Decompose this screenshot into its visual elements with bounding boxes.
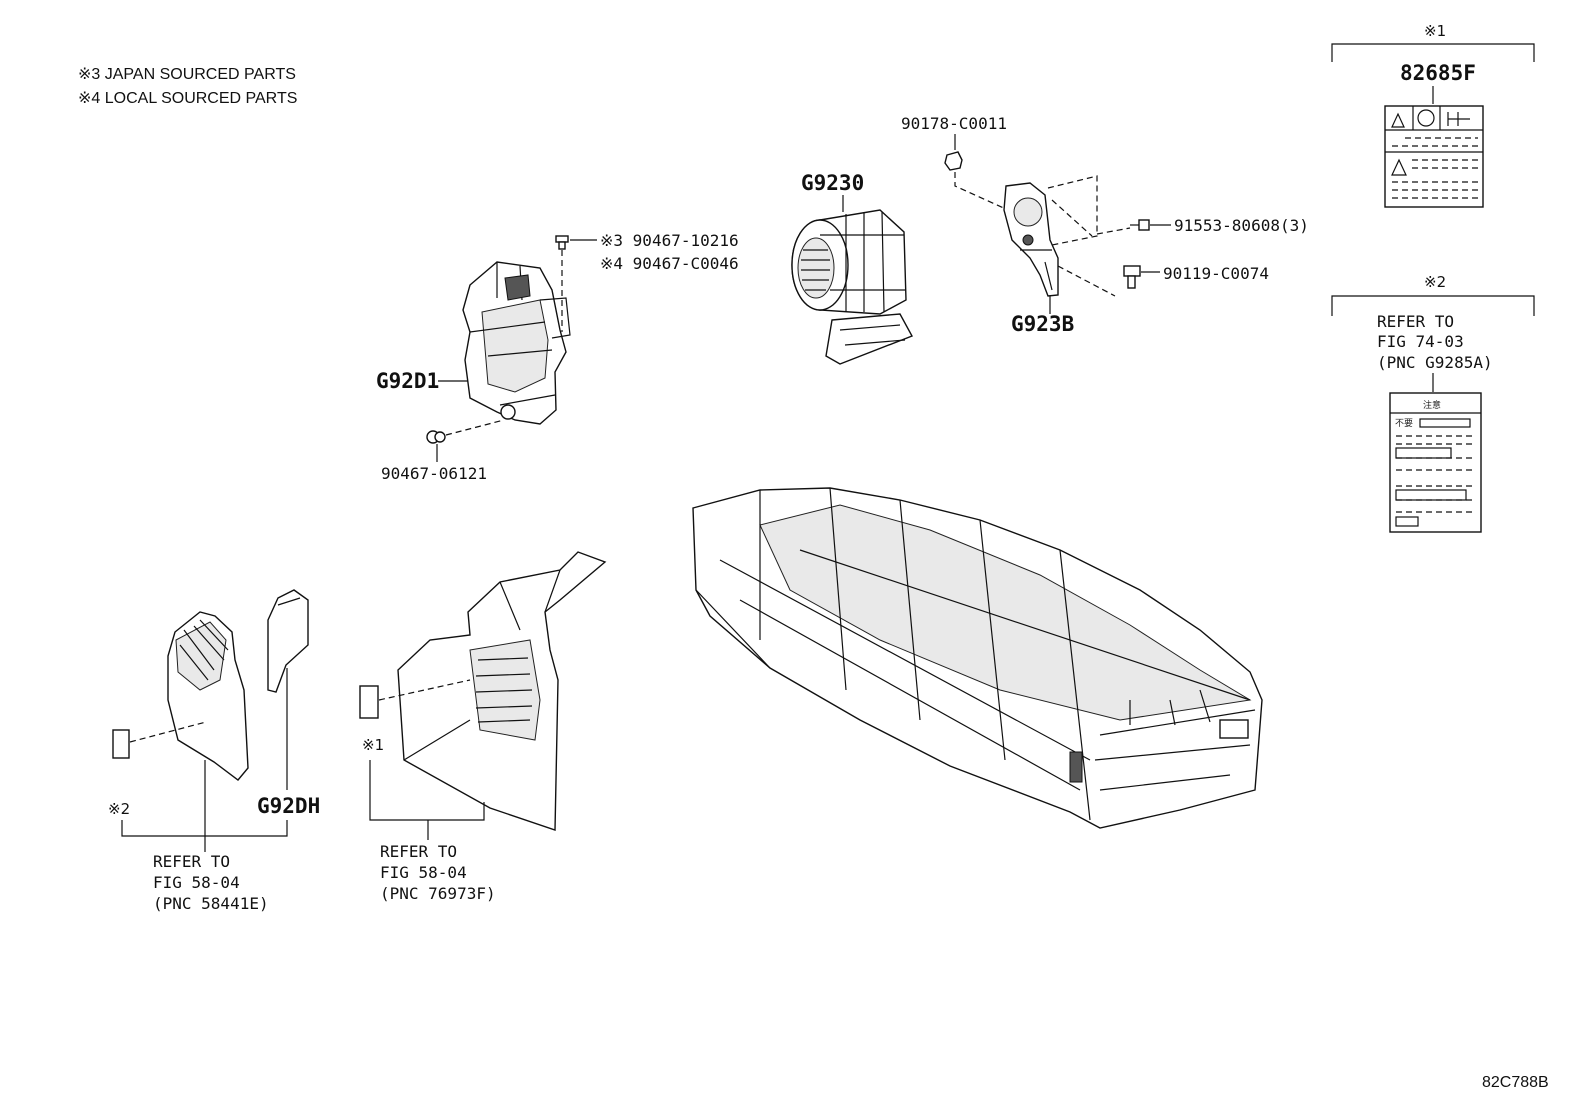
label-box-1-mark: ※1 [1424, 22, 1446, 40]
caution-label-g9285a[interactable]: 注意 不要 [1389, 392, 1482, 533]
hybrid-battery-assembly[interactable] [692, 487, 1263, 829]
label-box-2-mark: ※2 [1424, 273, 1446, 291]
duct-g92d1[interactable] [462, 261, 571, 425]
callout-90178-c0011: 90178-C0011 [901, 114, 1007, 133]
label-76973f[interactable] [359, 685, 379, 719]
callout-g9230: G9230 [801, 171, 864, 195]
nut-90178-c0011[interactable] [944, 151, 963, 171]
refer-left-line3: (PNC 58441E) [153, 894, 269, 913]
caution-label-row: 不要 [1395, 418, 1413, 429]
bolt-90119-c0074[interactable] [1123, 265, 1141, 289]
blower-g9230[interactable] [791, 209, 913, 365]
label-box-2-line2: FIG 74-03 [1377, 332, 1464, 351]
caution-label-title: 注意 [1423, 399, 1441, 411]
cover-g92dh[interactable] [267, 589, 309, 693]
cover-58441e[interactable] [167, 611, 249, 781]
callout-g923b: G923B [1011, 312, 1074, 336]
clip-90467-06121[interactable] [426, 430, 446, 444]
bolt-90467-10216[interactable] [555, 235, 569, 250]
label-58441e[interactable] [112, 729, 130, 759]
cover-76973f[interactable] [397, 551, 607, 831]
bracket-g923b[interactable] [1003, 182, 1059, 297]
figure-id: 82C788B [1482, 1074, 1549, 1091]
label-box-1-part: 82685F [1400, 61, 1476, 85]
callout-90119-c0074: 90119-C0074 [1163, 264, 1269, 283]
callout-91553-80608: 91553-80608(3) [1174, 216, 1309, 235]
note-japan-sourced: ※3 JAPAN SOURCED PARTS [78, 66, 296, 83]
refer-mid-line1: REFER TO [380, 842, 457, 861]
refer-left-mark: ※2 [108, 800, 130, 818]
label-box-2-line3: (PNC G9285A) [1377, 353, 1493, 372]
callout-90467-c0046: ※4 90467-C0046 [600, 254, 739, 273]
refer-mid-mark: ※1 [362, 736, 384, 754]
refer-left-line1: REFER TO [153, 852, 230, 871]
note-local-sourced: ※4 LOCAL SOURCED PARTS [78, 90, 297, 107]
refer-left-line2: FIG 58-04 [153, 873, 240, 892]
caution-label-82685f[interactable] [1384, 105, 1484, 208]
refer-mid-line3: (PNC 76973F) [380, 884, 496, 903]
refer-mid-line2: FIG 58-04 [380, 863, 467, 882]
screw-91553-80608[interactable] [1130, 219, 1150, 231]
label-box-2-line1: REFER TO [1377, 312, 1454, 331]
callout-g92d1: G92D1 [376, 369, 439, 393]
callout-90467-06121: 90467-06121 [381, 464, 487, 483]
callout-g92dh: G92DH [257, 794, 320, 818]
callout-90467-10216: ※3 90467-10216 [600, 231, 739, 250]
